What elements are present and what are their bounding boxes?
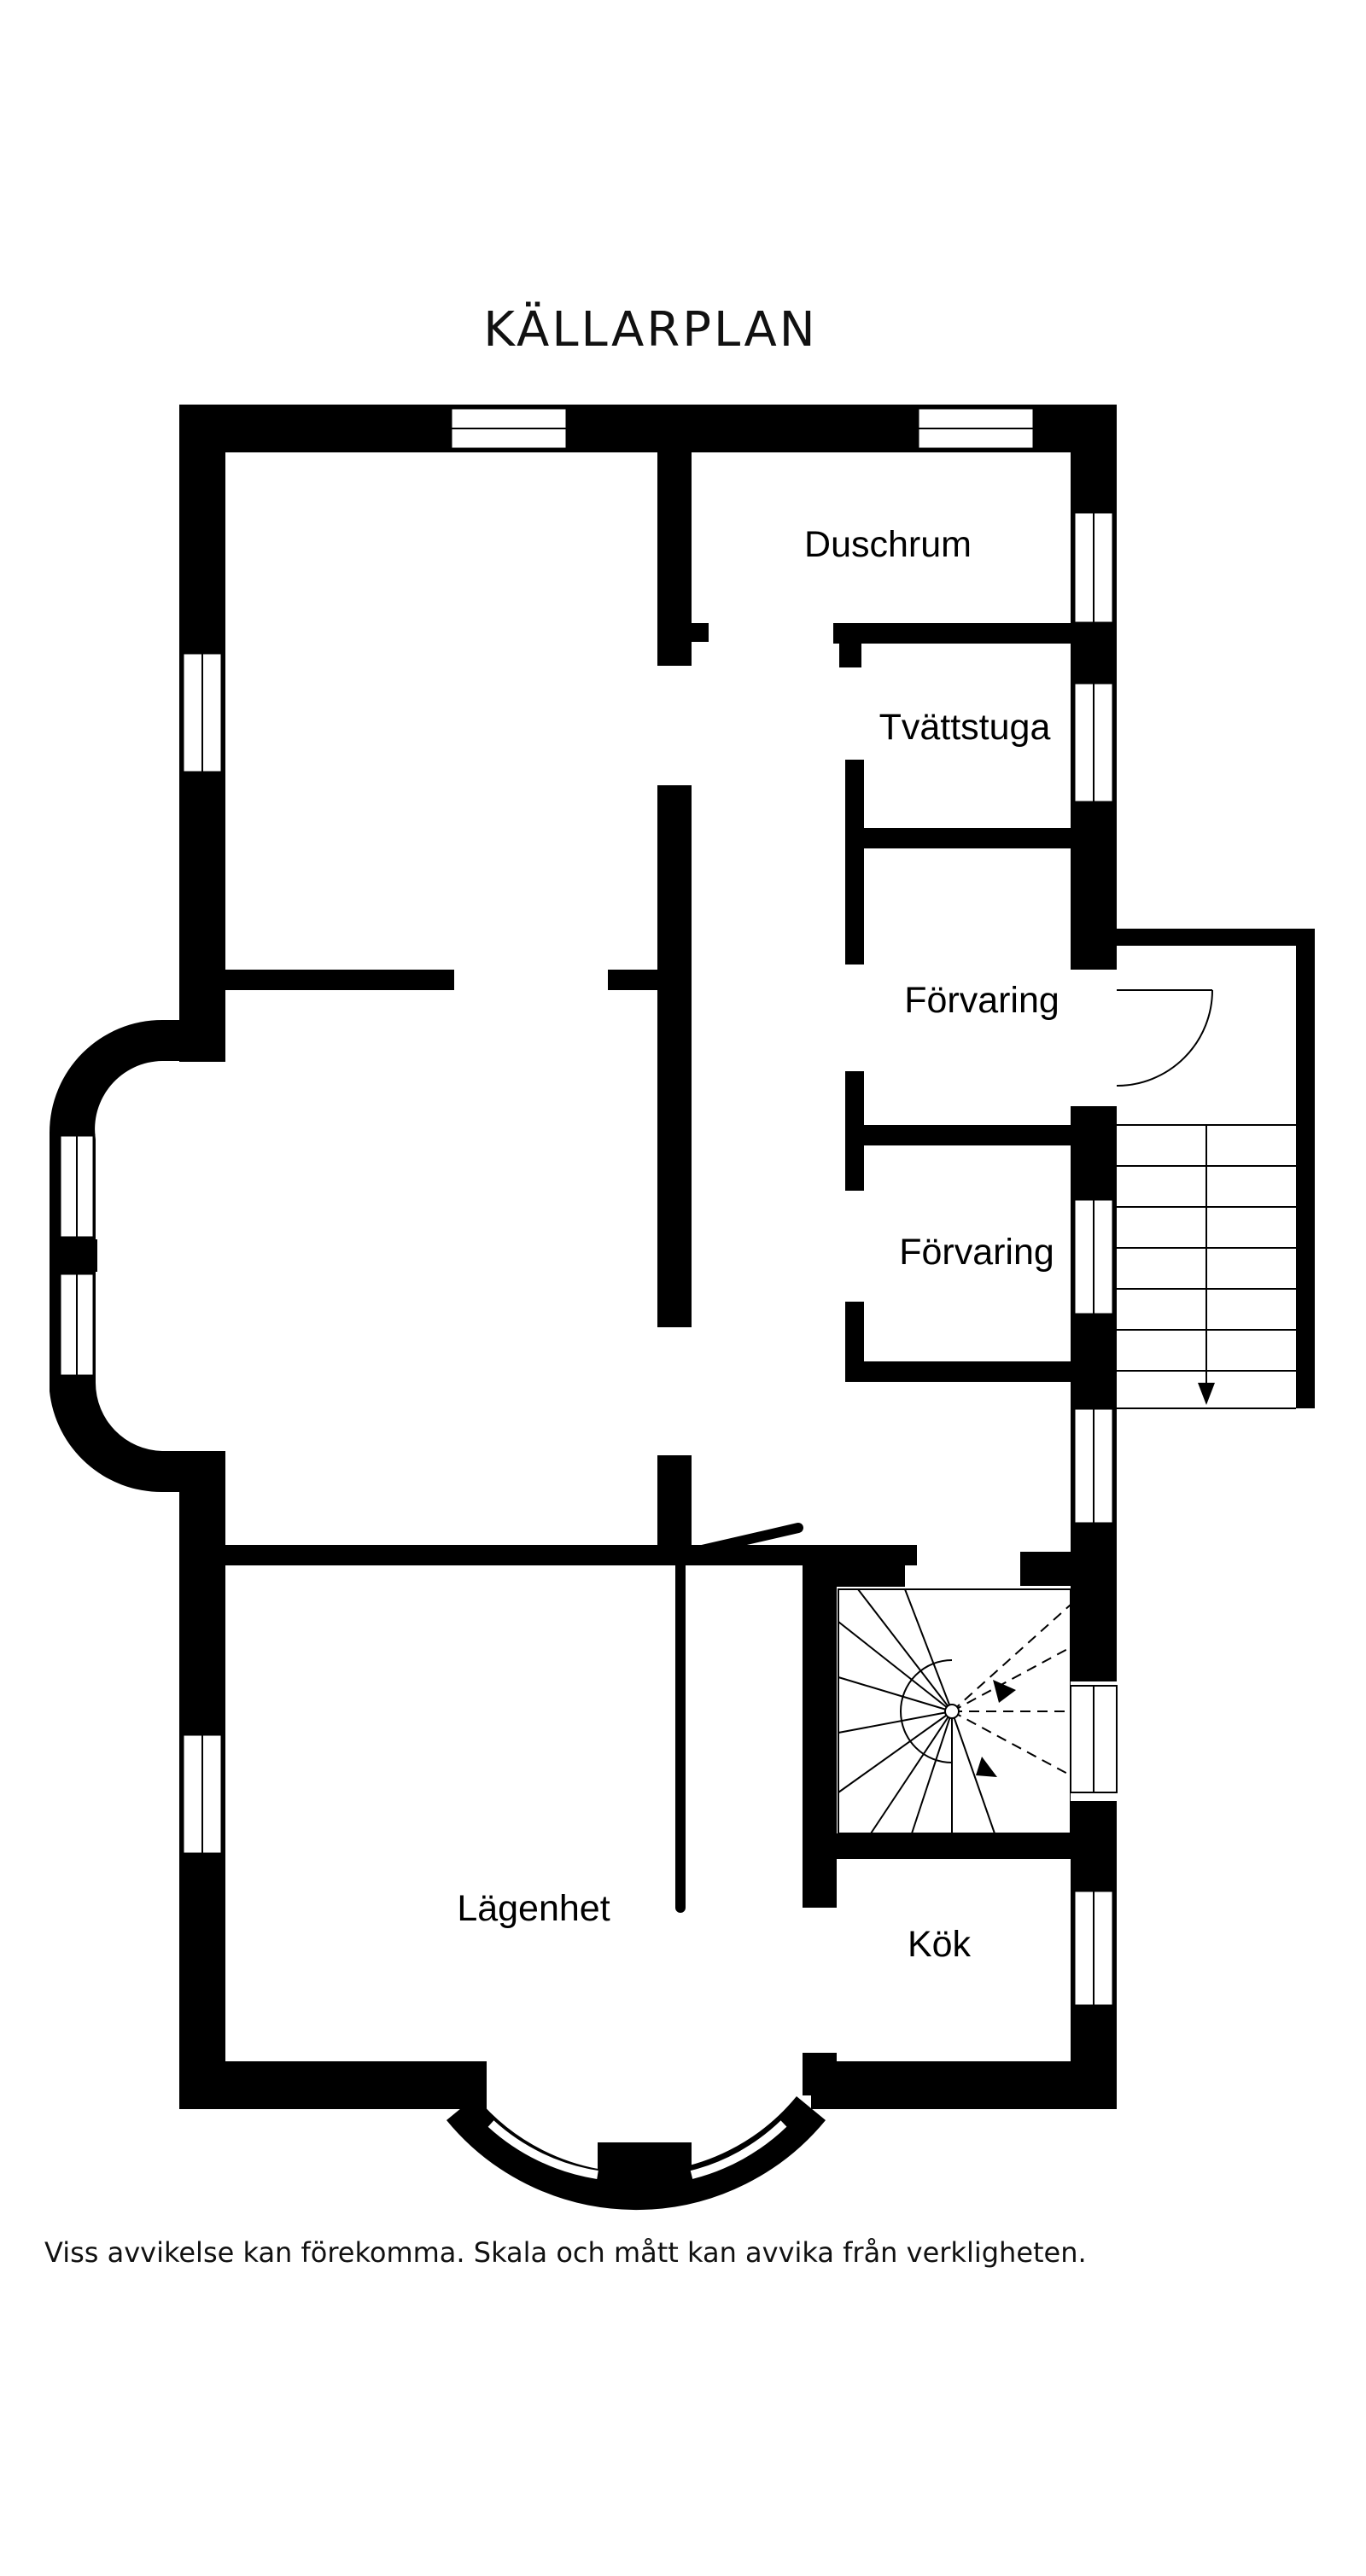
exterior-door-swing <box>1116 989 1213 1087</box>
bottom-bay-wall <box>446 2053 837 2210</box>
room-label-forvaring-2: Förvaring <box>899 1232 1054 1273</box>
spiral-stair <box>838 1588 1071 1834</box>
stair-exterior-window <box>1070 1685 1118 1793</box>
room-label-lagenhet: Lägenhet <box>457 1888 610 1929</box>
door-opening-exterior <box>1071 970 1117 1106</box>
interior-walls <box>225 452 1117 1908</box>
room-label-forvaring-1: Förvaring <box>904 980 1060 1021</box>
disclaimer-text: Viss avvikelse kan förekomma. Skala och … <box>44 2236 1087 2269</box>
stair-arrow-icon <box>1198 1383 1215 1405</box>
external-stair <box>1117 929 1315 1409</box>
room-label-duschrum: Duschrum <box>804 524 972 565</box>
spiral-arrow-up-icon <box>993 1680 1016 1703</box>
plan-title: KÄLLARPLAN <box>483 302 817 358</box>
window-panes <box>76 428 1095 2006</box>
room-label-tvattstuga: Tvättstuga <box>879 707 1051 748</box>
room-label-kok: Kök <box>908 1924 972 1965</box>
lagenhet-door <box>675 1523 803 1913</box>
spiral-arrow-down-icon <box>976 1757 997 1777</box>
